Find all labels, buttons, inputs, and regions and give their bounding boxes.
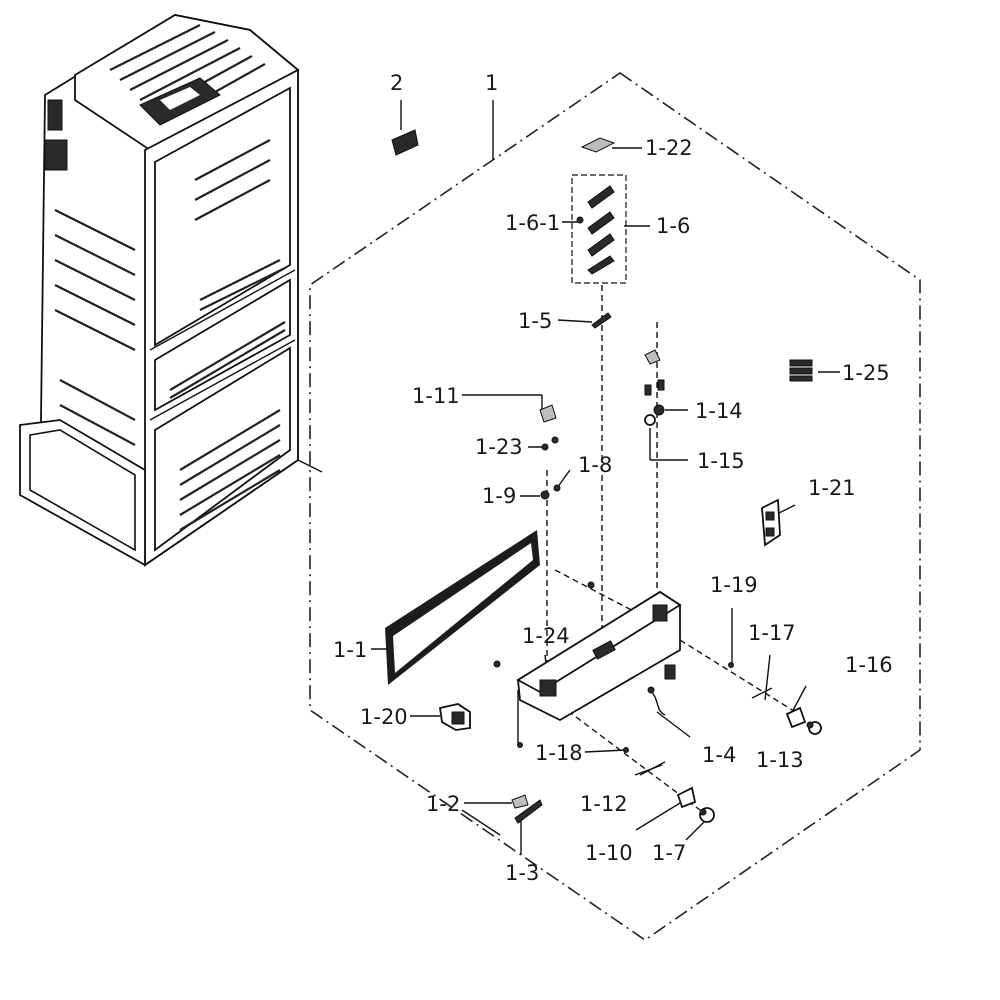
callout-1-7: 1-7 xyxy=(652,841,686,865)
part-1-2-cap xyxy=(511,794,529,809)
part-1-9-washer xyxy=(540,484,561,500)
part-2-hinge xyxy=(391,129,419,156)
part-1-1-door-gasket xyxy=(385,530,540,685)
callout-1: 1 xyxy=(485,71,498,95)
part-1-22-cover xyxy=(580,137,616,153)
part-1-25-clips xyxy=(789,359,813,382)
part-1-10-bracket xyxy=(676,786,697,809)
callout-1-10: 1-10 xyxy=(585,841,633,865)
part-1-12-rod xyxy=(639,761,666,776)
callout-1-4: 1-4 xyxy=(702,743,736,767)
part-1-21-bracket xyxy=(761,498,781,547)
callout-1-20: 1-20 xyxy=(360,705,408,729)
part-1-14-roller xyxy=(644,349,665,426)
callout-1-3: 1-3 xyxy=(505,861,539,885)
callout-1-12: 1-12 xyxy=(580,792,628,816)
callout-1-1: 1-1 xyxy=(333,638,367,662)
callout-1-23: 1-23 xyxy=(475,435,523,459)
callout-1-2: 1-2 xyxy=(426,792,460,816)
callout-1-11: 1-11 xyxy=(412,384,460,408)
part-1-7-wheel xyxy=(699,807,715,823)
callout-1-22: 1-22 xyxy=(645,136,693,160)
part-1-18-screws xyxy=(517,742,629,753)
callout-1-13: 1-13 xyxy=(756,748,804,772)
callout-1-21: 1-21 xyxy=(808,476,856,500)
callout-1-6: 1-6 xyxy=(656,214,690,238)
part-1-11-bracket xyxy=(539,404,557,423)
callout-1-24: 1-24 xyxy=(522,624,570,648)
assembly-boundary xyxy=(309,72,921,941)
callout-2: 2 xyxy=(390,71,403,95)
part-1-4-wire xyxy=(647,686,666,716)
callout-labels: 2 1 1-22 1-6-1 1-6 1-5 1-25 1-11 1-14 1-… xyxy=(333,71,893,885)
part-1-24-drawer-front xyxy=(493,581,682,722)
part-1-19-pin xyxy=(728,662,734,668)
part-1-13-roller xyxy=(785,706,822,735)
callout-1-8: 1-8 xyxy=(578,453,612,477)
part-1-16-rod xyxy=(751,687,773,699)
callout-1-19: 1-19 xyxy=(710,573,758,597)
callout-1-25: 1-25 xyxy=(842,361,890,385)
callout-1-18: 1-18 xyxy=(535,741,583,765)
callout-1-9: 1-9 xyxy=(482,484,516,508)
part-1-5-pin xyxy=(591,312,612,329)
callout-1-14: 1-14 xyxy=(695,399,743,423)
part-1-3-bar xyxy=(514,799,543,824)
part-1-20-hinge xyxy=(438,703,471,731)
callout-1-16: 1-16 xyxy=(845,653,893,677)
part-1-6-gasket-set xyxy=(571,174,627,284)
part-1-23-screw xyxy=(541,436,559,451)
leader-lines xyxy=(371,100,840,855)
callout-1-17: 1-17 xyxy=(748,621,796,645)
refrigerator-cabinet-illustration xyxy=(19,14,323,567)
callout-1-15: 1-15 xyxy=(697,449,745,473)
callout-1-6-1: 1-6-1 xyxy=(505,211,560,235)
callout-1-5: 1-5 xyxy=(518,309,552,333)
